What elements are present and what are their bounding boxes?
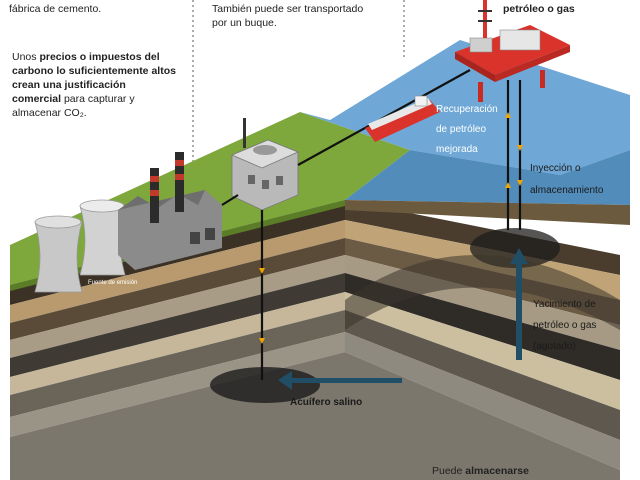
emission-label: Fuente de emisión	[88, 280, 138, 286]
factory	[118, 152, 222, 270]
aquifer-label: Acuífero salino	[290, 397, 363, 408]
pipeline-land	[221, 194, 239, 206]
ship-note: También puede ser transportado por un bu…	[212, 3, 364, 29]
ship	[365, 95, 440, 142]
carbon-post: para capturar y almacenar CO₂.	[12, 93, 135, 119]
platform-label: petróleo o gas	[503, 3, 575, 15]
seabed	[345, 200, 630, 225]
eor-label: Recuperación de petróleo mejorada	[436, 104, 498, 155]
bottom-layer	[10, 352, 620, 480]
storage-pre: Puede	[432, 465, 466, 477]
sea-surface	[300, 40, 630, 175]
storage-note: Puede almacenarse	[432, 464, 632, 478]
reservoir-arrow	[510, 248, 528, 360]
offshore-platform	[455, 0, 570, 102]
top-left-fragment: fábrica de cemento.	[9, 3, 102, 15]
anticline	[345, 255, 620, 330]
carbon-pre: Unos	[12, 51, 40, 63]
flow-arrows	[259, 112, 523, 344]
cooling-towers	[34, 199, 126, 293]
aquifer-arrow	[278, 371, 402, 390]
injection-label: Inyección o almacenamiento	[530, 163, 604, 196]
carbon-price-paragraph: Unos precios o impuestos del carbono lo …	[12, 50, 177, 120]
capture-building	[230, 118, 300, 211]
storage-bold: almacenarse	[465, 465, 529, 477]
aquifer-dome	[210, 367, 320, 403]
reservoir-label: Yacimiento de petróleo o gas (agotado)	[533, 299, 597, 352]
carbon-bold: precios o impuestos del carbono lo sufic…	[12, 51, 176, 105]
sea-front	[345, 150, 630, 205]
